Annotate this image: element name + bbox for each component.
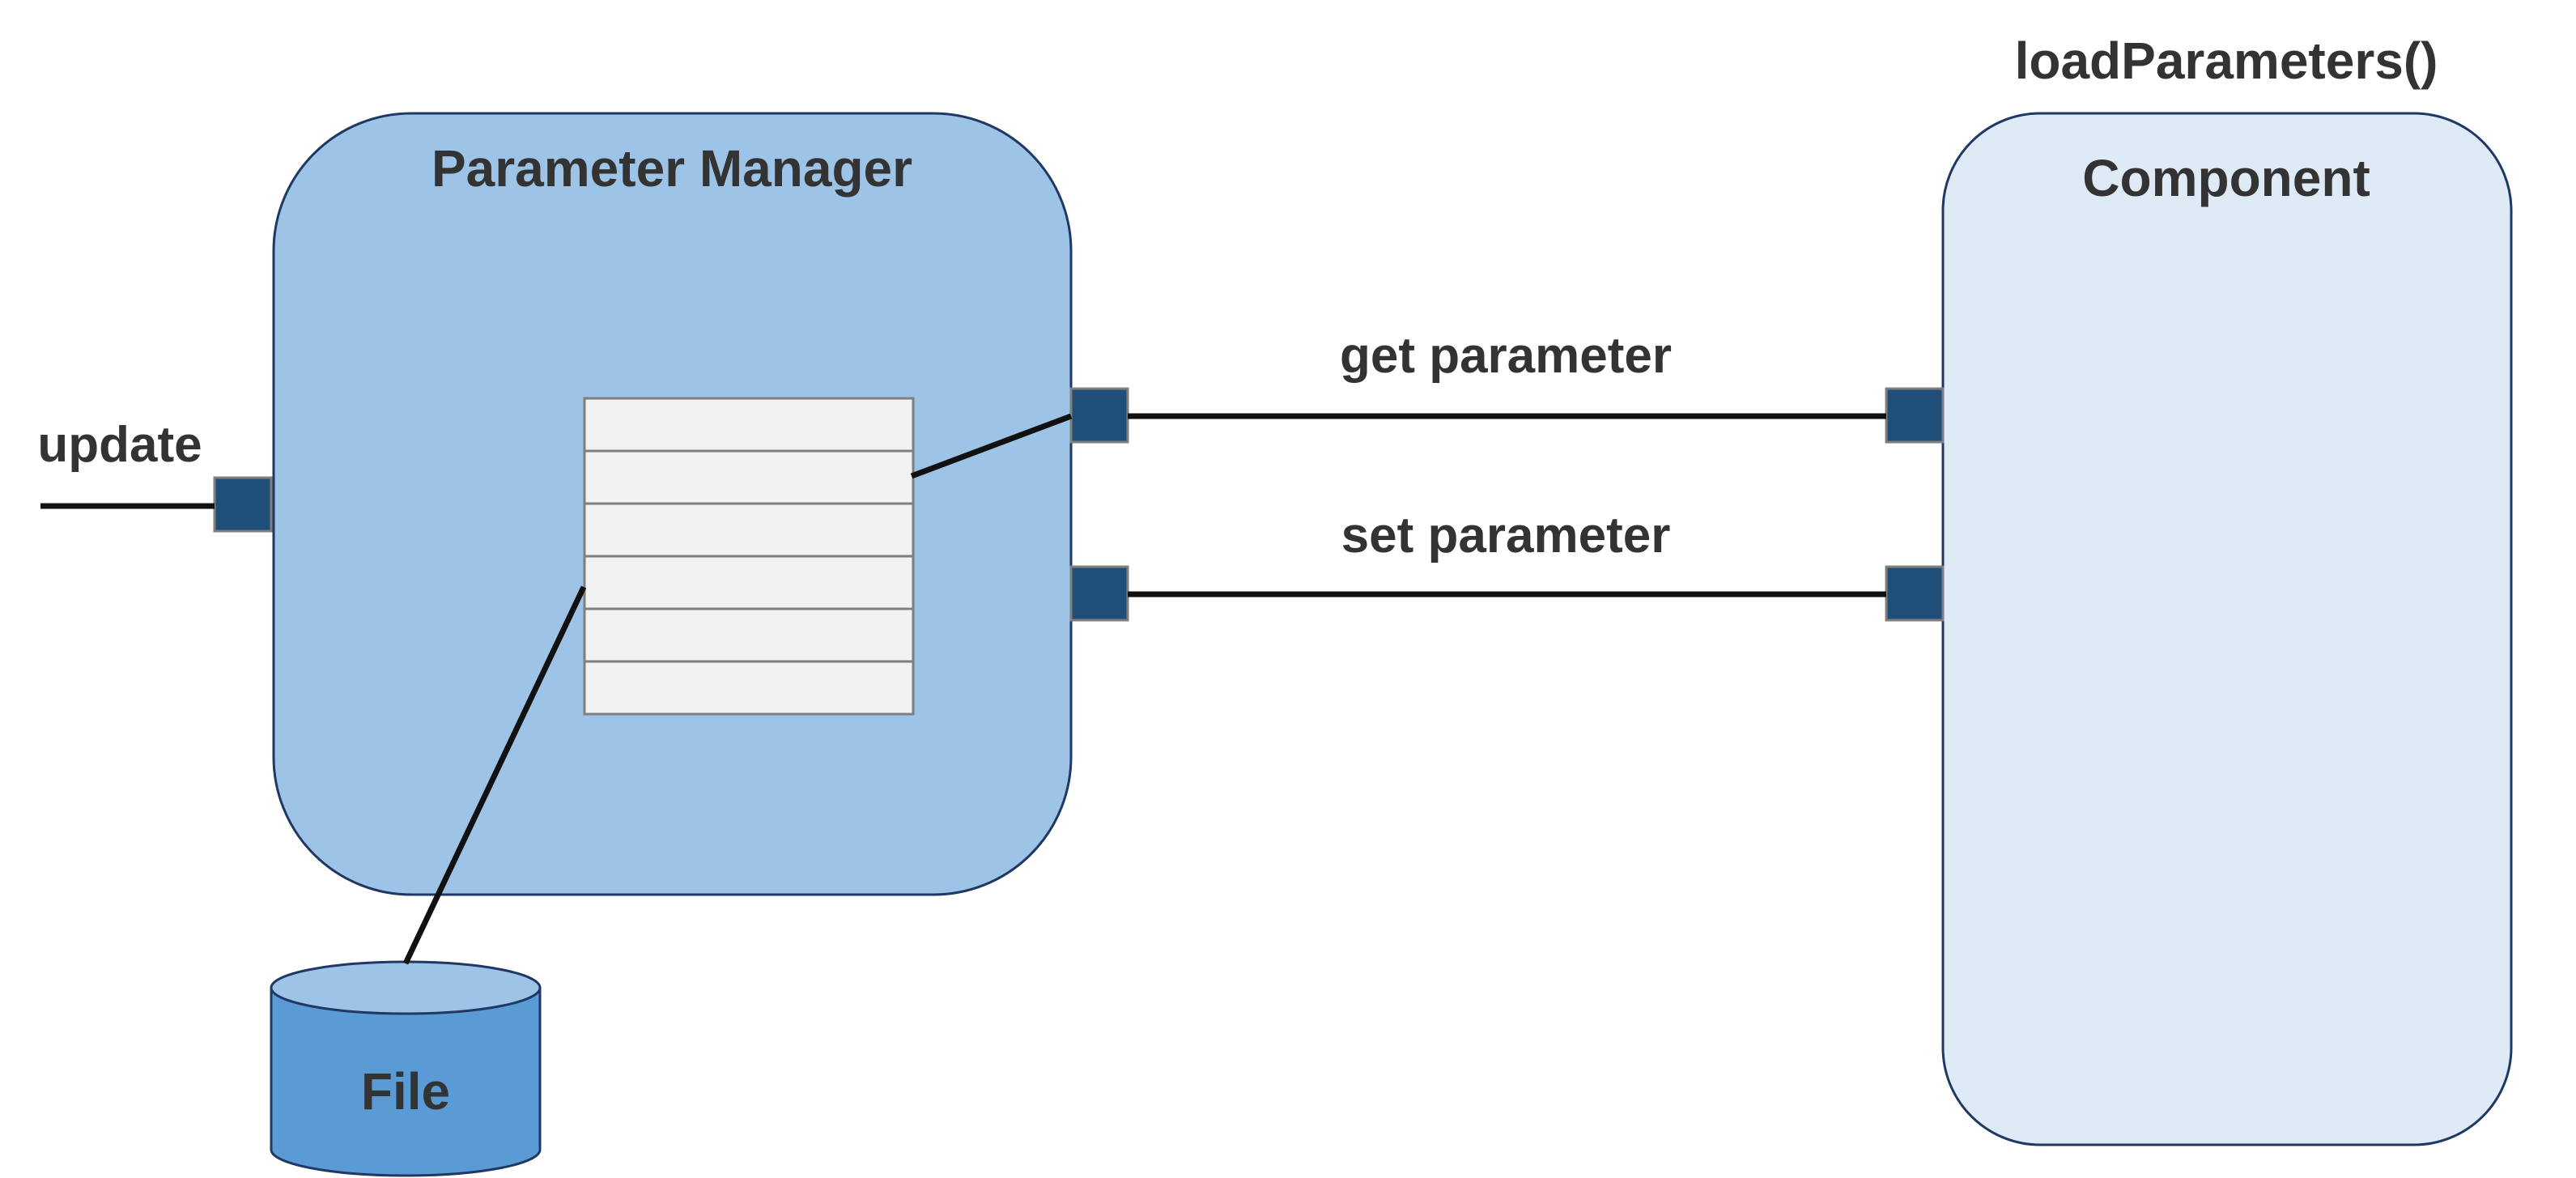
component-set-port [1885, 565, 1945, 622]
parameter-table-row [583, 502, 915, 558]
parameter-manager-title: Parameter Manager [431, 139, 912, 198]
parameter-table-row [583, 555, 915, 610]
parameter-table [583, 397, 915, 716]
parameter-table-row [583, 449, 915, 505]
get-parameter-label: get parameter [1340, 328, 1672, 384]
component-title: Component [2082, 149, 2370, 207]
file-cylinder-top [270, 960, 542, 1015]
parameter-table-row [583, 660, 915, 716]
manager-get-port [1069, 387, 1129, 444]
component-get-port [1885, 387, 1945, 444]
parameter-table-row [583, 607, 915, 663]
arrows [40, 413, 1886, 965]
update-port [213, 476, 273, 533]
file-to-table-arrow [402, 585, 587, 965]
component-block: loadParameters() Component [1941, 32, 2513, 1146]
manager-set-port [1069, 565, 1129, 622]
parameter-table-row [583, 397, 915, 453]
component-box [1941, 112, 2513, 1146]
load-parameters-method-label: loadParameters() [2015, 32, 2438, 90]
update-label: update [37, 417, 202, 473]
file-storage: File [270, 960, 542, 1177]
port-to-table-arrow [910, 413, 1073, 479]
file-cylinder-body [270, 986, 542, 1177]
set-parameter-label: set parameter [1341, 508, 1671, 563]
parameter-manager-block: Parameter Manager [272, 112, 1073, 896]
file-label: File [361, 1062, 450, 1121]
